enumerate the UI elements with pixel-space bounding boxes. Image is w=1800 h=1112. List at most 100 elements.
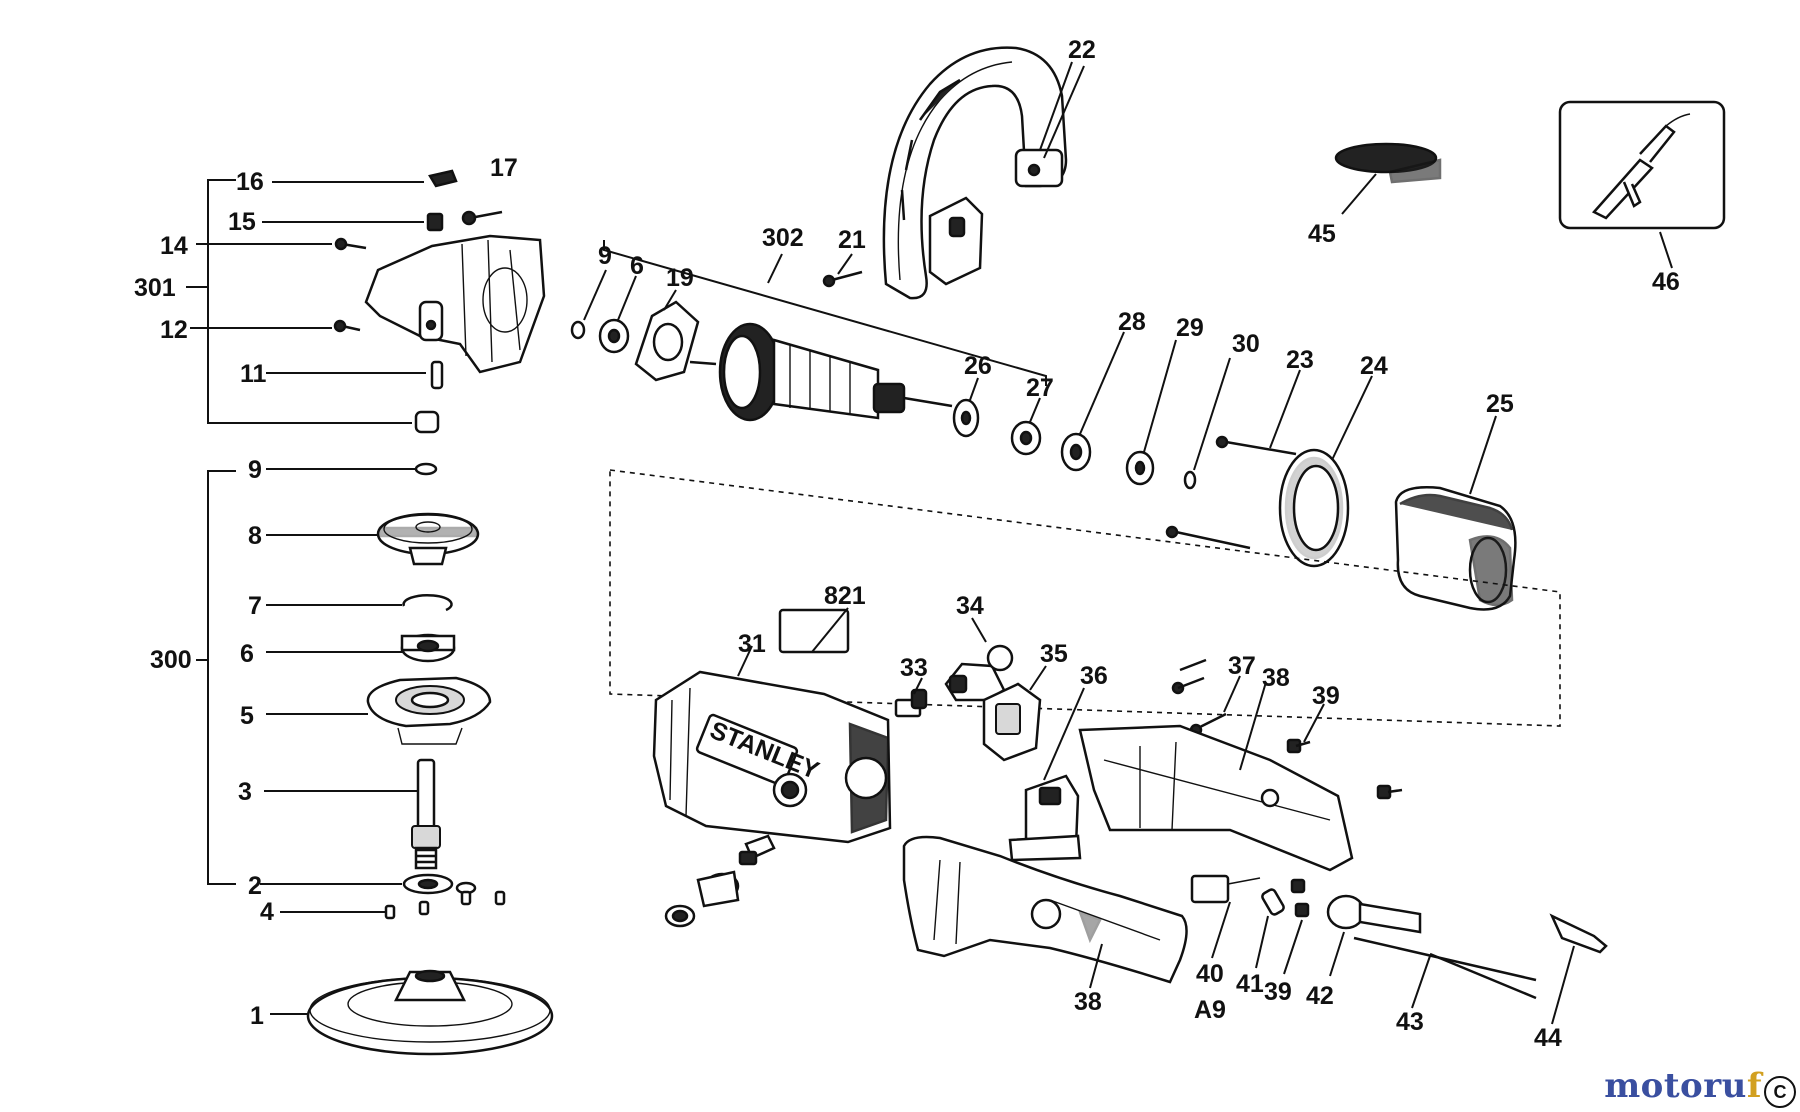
part-14-screw (334, 237, 367, 251)
label-46: 46 (1652, 268, 1680, 296)
label-5: 5 (240, 702, 254, 730)
part-9-circlip-left (414, 462, 438, 476)
label-3: 3 (238, 778, 252, 806)
part-6-bearing (598, 275, 637, 354)
part-46-tool-box (1558, 100, 1726, 269)
label-6-top: 6 (630, 252, 644, 280)
label-302: 302 (762, 224, 804, 252)
watermark-text-2: f (1746, 1066, 1762, 1106)
part-30-clip (1183, 357, 1231, 490)
part-2-flange (402, 873, 477, 895)
part-bushing (414, 410, 440, 434)
part-45-pad (1334, 142, 1442, 215)
part-35-switch-housing (982, 665, 1047, 762)
part-27-bearing (1010, 397, 1042, 456)
label-301: 301 (134, 274, 176, 302)
label-38-upper: 38 (1262, 664, 1290, 692)
label-22: 22 (1068, 36, 1096, 64)
label-300: 300 (150, 646, 192, 674)
watermark-text-1: motoru (1604, 1066, 1747, 1106)
part-15-spring (426, 212, 444, 232)
bracket-300 (196, 470, 236, 885)
part-24-baffle (1278, 375, 1373, 568)
corner-badge: C (1764, 1076, 1796, 1108)
label-15: 15 (228, 208, 256, 236)
part-4-screws (384, 890, 506, 920)
label-39-upper: 39 (1312, 682, 1340, 710)
label-41: 41 (1236, 970, 1264, 998)
part-39-screws (1286, 703, 1403, 800)
label-A9: A9 (1194, 996, 1226, 1024)
label-40: 40 (1196, 960, 1224, 988)
part-31-motor-housing: STANLEY (652, 645, 892, 844)
part-brush-caps (664, 870, 740, 928)
callout-labels: 16 17 15 14 301 12 11 9 8 7 6 300 5 3 2 … (134, 36, 1680, 1052)
label-17: 17 (490, 154, 518, 182)
label-38-lower: 38 (1074, 988, 1102, 1016)
label-34: 34 (956, 592, 984, 620)
part-39-screw-lower (1283, 878, 1310, 975)
part-41-clamp (1255, 888, 1285, 969)
label-45: 45 (1308, 220, 1336, 248)
label-37: 37 (1228, 652, 1256, 680)
part-9-circlip (570, 269, 607, 340)
label-23: 23 (1286, 346, 1314, 374)
label-11: 11 (240, 360, 267, 388)
label-1: 1 (250, 1002, 264, 1030)
part-21-screw (822, 253, 863, 288)
label-16: 16 (236, 168, 264, 196)
label-14: 14 (160, 232, 188, 260)
label-27: 27 (1026, 374, 1054, 402)
armature (689, 322, 953, 422)
part-43-cord (1353, 936, 1537, 1009)
label-9-left: 9 (248, 456, 262, 484)
label-29: 29 (1176, 314, 1204, 342)
part-5-bearing-plate (366, 676, 492, 745)
label-30: 30 (1232, 330, 1260, 358)
part-6-bearing-left (400, 633, 456, 663)
part-11-pin (430, 360, 444, 390)
watermark-logo: motoruf (1604, 1066, 1762, 1106)
part-34-brush-holder (944, 617, 1014, 702)
label-28: 28 (1118, 308, 1146, 336)
label-44: 44 (1534, 1024, 1562, 1052)
label-4: 4 (260, 898, 274, 926)
part-22-side-handle (882, 46, 1085, 300)
dashed-group-outline (609, 469, 1561, 727)
part-821-label (778, 607, 850, 654)
part-17-screw (461, 210, 503, 226)
part-28-bearing (1060, 331, 1125, 472)
part-44-plug (1549, 913, 1608, 1025)
part-33-brush (894, 677, 928, 718)
label-12: 12 (160, 316, 188, 344)
part-8-bevel-gear (376, 512, 480, 566)
bracket-302 (603, 240, 1047, 386)
part-25-field-coil (1394, 415, 1517, 611)
part-38-handle-upper (1078, 681, 1354, 872)
part-26-washer (952, 377, 980, 438)
label-821: 821 (824, 582, 866, 610)
part-40-capacitor (1190, 874, 1261, 959)
part-23-screws (1165, 369, 1301, 550)
label-33: 33 (900, 654, 928, 682)
part-12-screw (333, 319, 361, 333)
part-16-clip (428, 169, 458, 188)
label-39-lower: 39 (1264, 978, 1292, 1006)
label-2: 2 (248, 872, 262, 900)
leader-lines-left (190, 181, 426, 1015)
part-3-spindle (411, 758, 441, 870)
label-7: 7 (248, 592, 262, 620)
part-42-cord-guard (1326, 894, 1422, 977)
label-26: 26 (964, 352, 992, 380)
label-35: 35 (1040, 640, 1068, 668)
bracket-301 (186, 179, 236, 424)
label-42: 42 (1306, 982, 1334, 1010)
label-36: 36 (1080, 662, 1108, 690)
label-9-top: 9 (598, 242, 612, 270)
part-brush-holder (738, 834, 776, 866)
label-6-left: 6 (240, 640, 254, 668)
label-21: 21 (838, 226, 866, 254)
part-29-bushing (1125, 339, 1177, 486)
label-31: 31 (738, 630, 766, 658)
